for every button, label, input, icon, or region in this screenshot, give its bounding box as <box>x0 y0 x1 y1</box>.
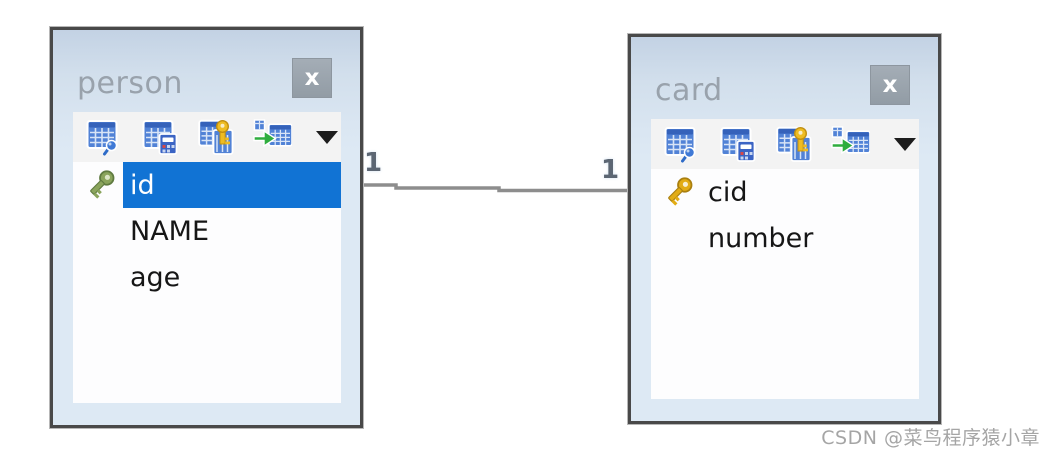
column-name[interactable]: NAME <box>130 215 210 247</box>
table-widget-card[interactable]: card x <box>628 34 941 424</box>
dropdown-arrow-icon[interactable] <box>316 130 338 144</box>
close-button[interactable]: x <box>292 58 332 98</box>
table-export-icon[interactable] <box>252 117 292 157</box>
table-toolbar <box>651 119 919 169</box>
watermark: CSDN @菜鸟程序猿小章 <box>821 427 1040 449</box>
table-row: NAME <box>73 208 341 254</box>
column-name[interactable]: id <box>123 162 341 208</box>
column-list: id NAME age <box>73 162 341 300</box>
table-foreign-key-icon[interactable] <box>196 117 236 157</box>
table-toolbar <box>73 112 341 162</box>
table-export-icon[interactable] <box>830 124 870 164</box>
table-row: number <box>651 215 919 261</box>
cardinality-label-right: 1 <box>601 155 620 185</box>
close-button[interactable]: x <box>870 65 910 105</box>
table-body: id NAME age <box>73 112 341 403</box>
cardinality-label-left: 1 <box>364 148 383 178</box>
column-name[interactable]: number <box>708 222 814 254</box>
dropdown-arrow-icon[interactable] <box>894 137 916 151</box>
table-title: person <box>77 66 183 101</box>
table-edit-icon[interactable] <box>84 117 124 157</box>
primary-key-icon <box>663 174 697 207</box>
table-edit-icon[interactable] <box>662 124 702 164</box>
primary-key-icon <box>85 167 119 200</box>
table-foreign-key-icon[interactable] <box>774 124 814 164</box>
column-name[interactable]: age <box>130 261 181 293</box>
table-body: cid number <box>651 119 919 399</box>
table-row: cid <box>651 169 919 215</box>
table-row: id <box>73 162 341 208</box>
table-title: card <box>655 73 723 108</box>
table-calculator-icon[interactable] <box>718 124 758 164</box>
table-calculator-icon[interactable] <box>140 117 180 157</box>
column-name[interactable]: cid <box>708 176 748 208</box>
table-widget-person[interactable]: person x <box>50 27 363 428</box>
table-row: age <box>73 254 341 300</box>
column-list: cid number <box>651 169 919 261</box>
